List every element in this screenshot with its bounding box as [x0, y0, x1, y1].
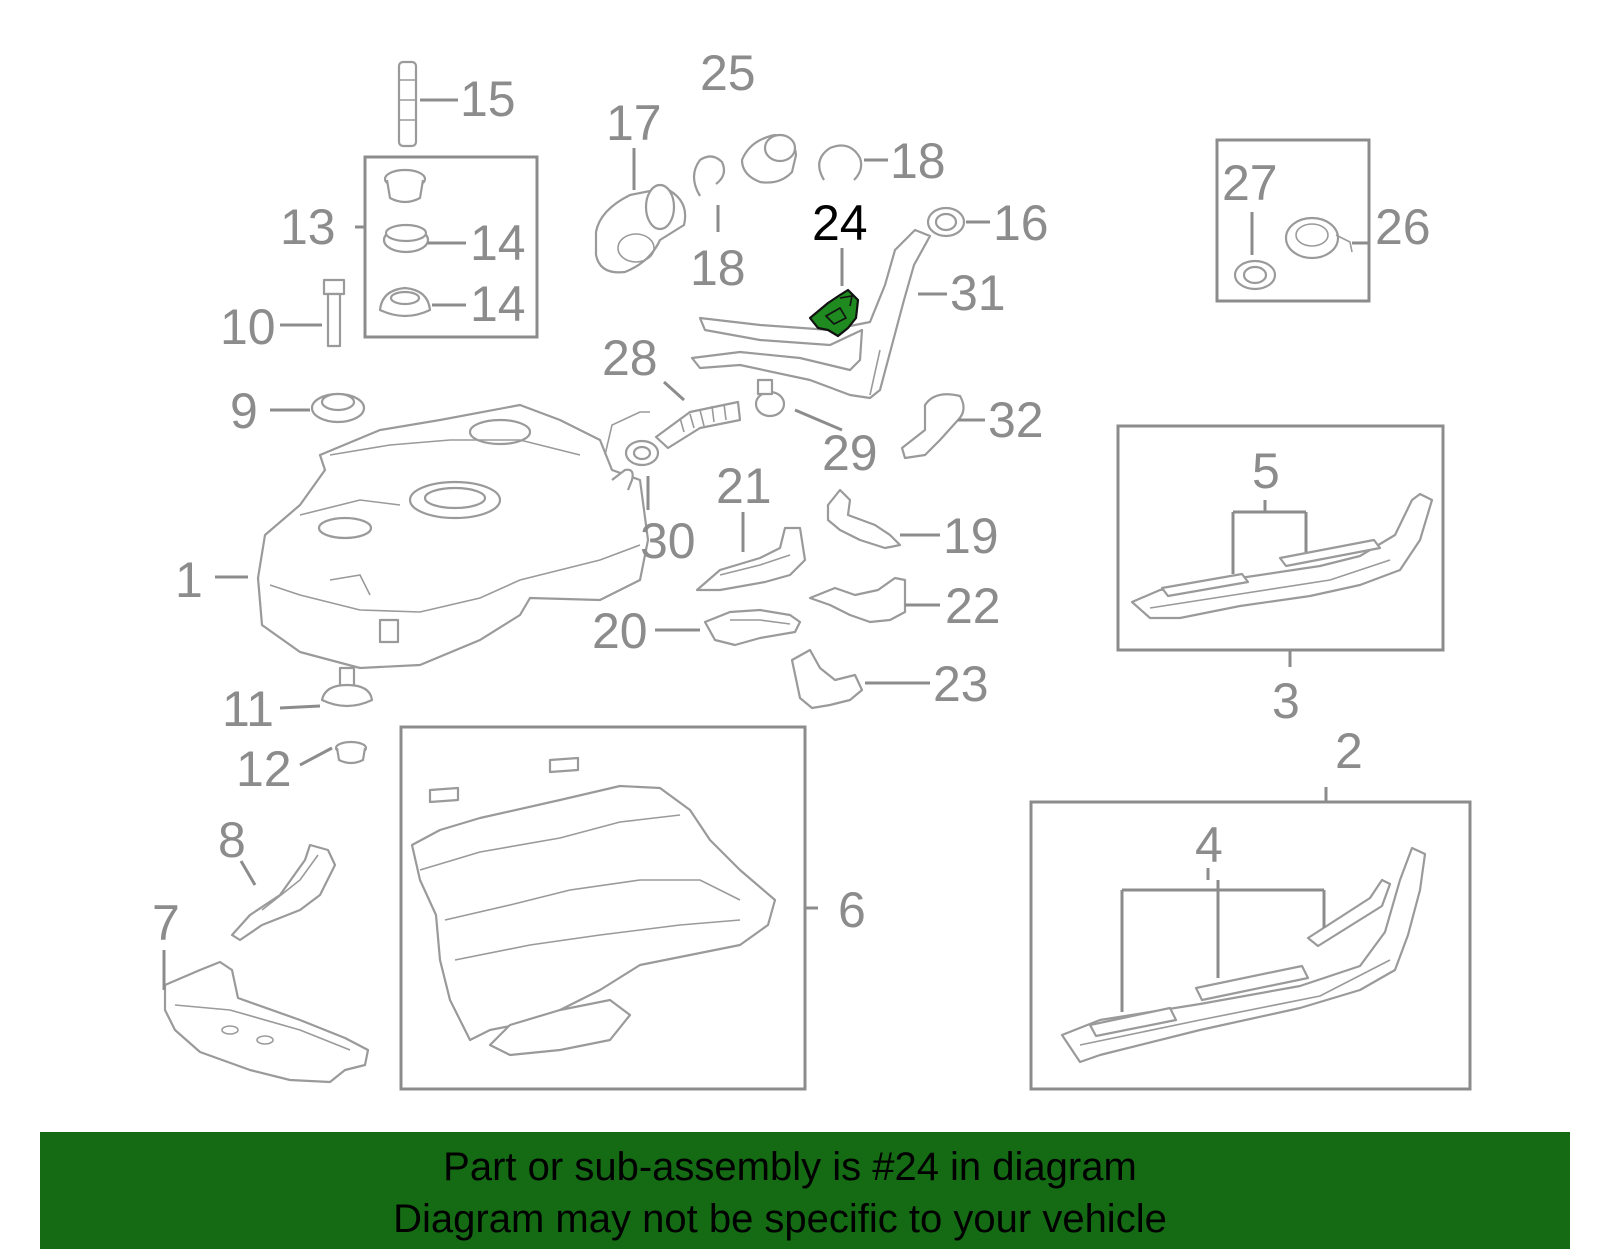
banner-part-note: Part or sub-assembly is #24 in diagram: [443, 1145, 1137, 1189]
part-31-filler-pipe[interactable]: [690, 228, 932, 400]
label-27: 27: [1222, 155, 1278, 211]
part-9-grommet[interactable]: [310, 392, 366, 424]
part-15-stud[interactable]: [397, 60, 418, 148]
box-3-group: [1116, 424, 1445, 652]
part-19-bracket[interactable]: [826, 488, 902, 550]
label-30: 30: [640, 513, 696, 569]
part-8-bracket[interactable]: [230, 843, 337, 942]
label-11: 11: [222, 681, 274, 737]
part-32-inlet-protector[interactable]: [900, 393, 965, 460]
label-14-lower: 14: [470, 276, 526, 332]
parts-diagram: 1 2 3 4 5 6 7 8 9 10 11 12 13 14 14 15 1…: [152, 45, 1472, 1091]
part-25-fuel-cap[interactable]: [740, 133, 798, 184]
label-1: 1: [175, 552, 203, 608]
part-26-fuel-gauge-sender[interactable]: [1284, 216, 1353, 260]
label-12: 12: [236, 741, 292, 797]
label-28: 28: [602, 330, 658, 386]
part-23-bracket[interactable]: [790, 648, 864, 710]
banner-disclaimer: Diagram may not be specific to your vehi…: [393, 1197, 1167, 1241]
part-12-nut[interactable]: [334, 740, 368, 765]
part-5-pad-left[interactable]: [1160, 572, 1250, 598]
label-3: 3: [1272, 673, 1300, 729]
part-14-cushion-upper[interactable]: [382, 223, 430, 254]
part-4-pad-left[interactable]: [1088, 1006, 1178, 1038]
label-18-right: 18: [890, 133, 946, 189]
part-27-gasket[interactable]: [1233, 259, 1277, 291]
part-10-bolt[interactable]: [322, 278, 346, 348]
label-31: 31: [950, 265, 1006, 321]
label-20: 20: [592, 603, 648, 659]
part-5-pad-right[interactable]: [1278, 538, 1382, 568]
part-29-clamp[interactable]: [754, 378, 786, 418]
box-2-group: [1029, 800, 1472, 1091]
part-18-clip-right[interactable]: [818, 144, 863, 181]
label-18-left: 18: [690, 240, 746, 296]
part-18-clip-left[interactable]: [692, 155, 726, 197]
label-23: 23: [933, 656, 989, 712]
box-26-group: [1215, 138, 1371, 303]
label-25: 25: [700, 45, 756, 101]
label-5: 5: [1252, 443, 1280, 499]
leader-lines: [162, 98, 1368, 1012]
part-4-pad-right[interactable]: [1306, 878, 1392, 948]
label-15: 15: [460, 71, 516, 127]
part-13-mount[interactable]: [383, 168, 427, 204]
label-13: 13: [280, 199, 336, 255]
part-1-fuel-tank[interactable]: [256, 403, 650, 670]
part-28-hose[interactable]: [604, 400, 742, 456]
label-29: 29: [822, 425, 878, 481]
part-2-protector-assembly[interactable]: [1060, 846, 1427, 1064]
label-14-upper: 14: [470, 215, 526, 271]
label-9: 9: [230, 383, 258, 439]
part-7-undercover[interactable]: [163, 960, 370, 1084]
label-8: 8: [218, 812, 246, 868]
label-2: 2: [1335, 723, 1363, 779]
part-6-tank-protector[interactable]: [410, 756, 777, 1057]
label-6: 6: [838, 882, 866, 938]
part-20-bracket[interactable]: [703, 608, 802, 647]
box-13-group: [363, 155, 539, 339]
label-21: 21: [716, 458, 772, 514]
label-7: 7: [152, 895, 180, 951]
label-10: 10: [220, 299, 276, 355]
label-24: 24: [812, 195, 868, 251]
part-4-pad-middle[interactable]: [1194, 964, 1310, 1002]
part-11-cushion[interactable]: [320, 666, 374, 708]
part-21-bracket[interactable]: [695, 526, 807, 592]
label-19: 19: [943, 508, 999, 564]
label-26: 26: [1375, 199, 1431, 255]
part-16-filler-neck[interactable]: [926, 206, 966, 238]
label-4: 4: [1195, 817, 1223, 873]
part-14-cushion-lower[interactable]: [378, 286, 432, 318]
part-22-bracket[interactable]: [808, 576, 907, 624]
label-32: 32: [988, 392, 1044, 448]
label-17: 17: [606, 95, 662, 151]
part-17-filler-inlet[interactable]: [594, 183, 687, 274]
label-22: 22: [945, 578, 1001, 634]
info-banner: Part or sub-assembly is #24 in diagram D…: [40, 1132, 1570, 1249]
part-24-highlighted[interactable]: [808, 288, 860, 338]
label-16: 16: [993, 195, 1049, 251]
part-30-gasket[interactable]: [624, 439, 660, 467]
